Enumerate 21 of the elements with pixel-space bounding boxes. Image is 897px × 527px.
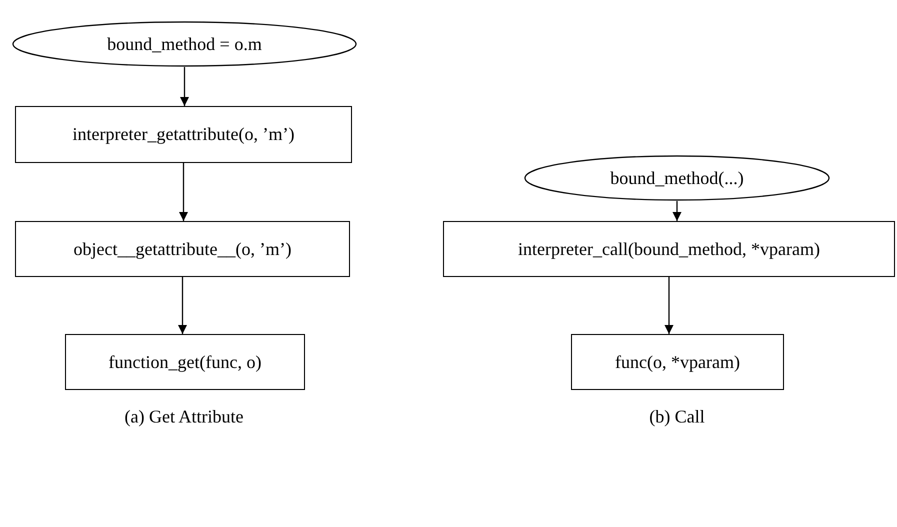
subfigure-caption: (b) Call bbox=[649, 406, 705, 428]
node-text: interpreter_call(bound_method, *vparam) bbox=[518, 238, 820, 261]
arrow bbox=[178, 277, 187, 334]
arrow bbox=[180, 67, 189, 106]
node-text: bound_method = o.m bbox=[107, 32, 262, 56]
terminal-ellipse bbox=[12, 21, 357, 67]
process-box bbox=[443, 221, 895, 277]
node-text: object__getattribute__(o, ’m’) bbox=[74, 238, 292, 261]
node-text: function_get(func, o) bbox=[108, 350, 262, 374]
node-text: interpreter_getattribute(o, ’m’) bbox=[72, 123, 294, 146]
arrow bbox=[179, 163, 188, 221]
terminal-ellipse bbox=[524, 155, 830, 201]
subfigure-caption: (a) Get Attribute bbox=[124, 406, 244, 428]
process-box bbox=[15, 106, 352, 163]
arrow bbox=[672, 201, 682, 221]
process-box bbox=[571, 334, 784, 390]
process-box bbox=[65, 334, 305, 390]
node-text: bound_method(...) bbox=[610, 166, 744, 190]
node-text: func(o, *vparam) bbox=[615, 350, 740, 374]
arrow bbox=[664, 277, 674, 334]
process-box bbox=[15, 221, 350, 277]
